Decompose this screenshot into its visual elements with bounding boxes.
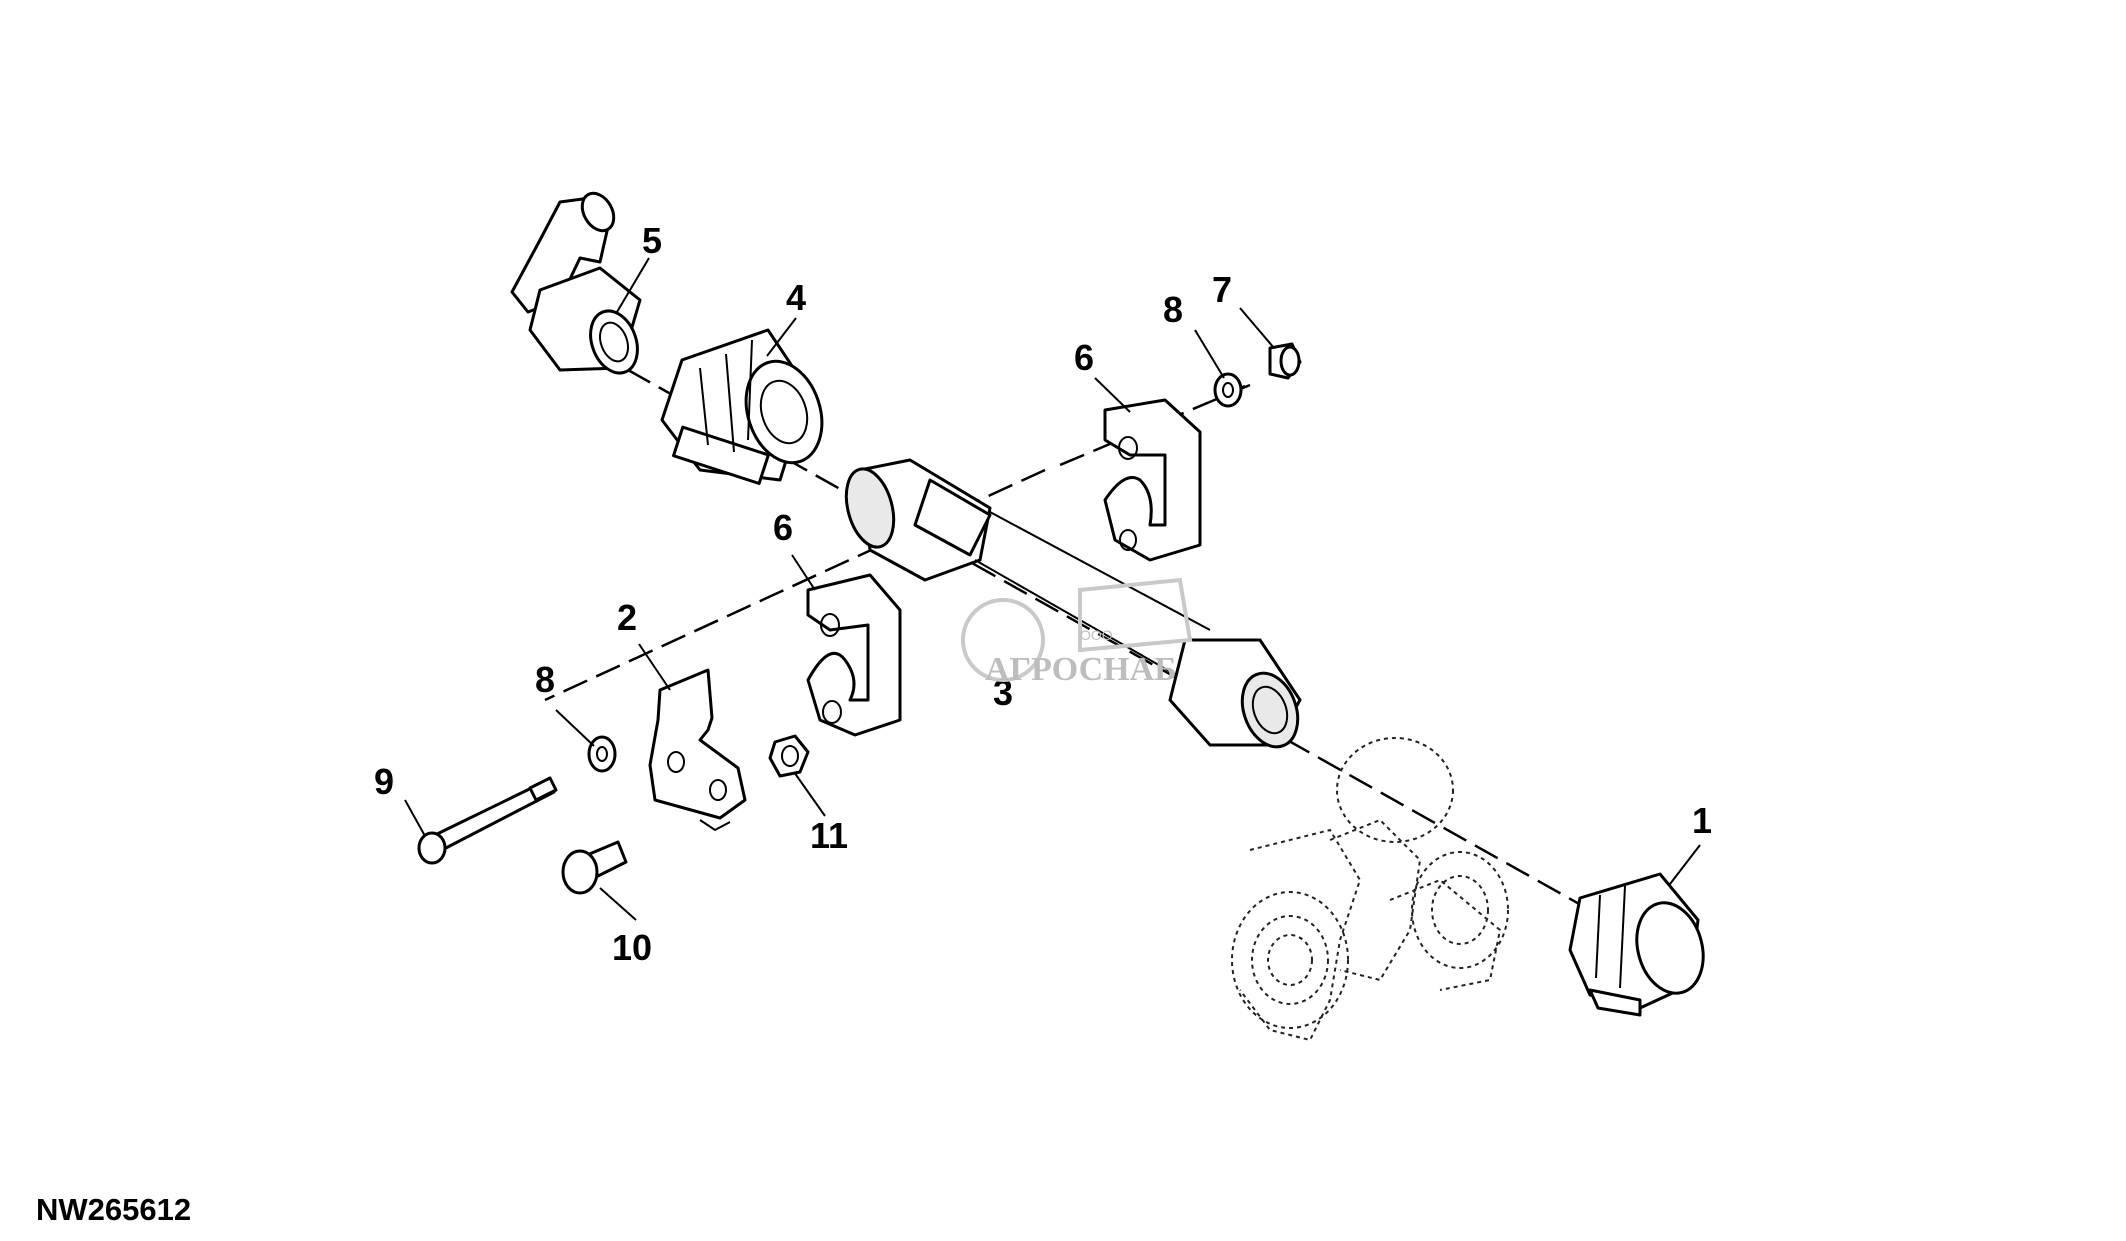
leader-lines <box>404 257 1701 921</box>
part-6-clamp-upper <box>1103 398 1202 562</box>
callout-3: 3 <box>993 672 1013 713</box>
part-7-screw <box>1268 342 1302 380</box>
part-6-clamp-lower <box>806 573 902 737</box>
callout-8-upper: 8 <box>1163 289 1183 330</box>
reference-pump-ghost <box>1231 737 1509 1042</box>
part-8-washer-upper <box>1213 372 1243 408</box>
part-4-coupling-nut <box>660 328 824 485</box>
part-5-elbow-fitting <box>510 191 642 375</box>
callout-8-lower: 8 <box>535 659 555 700</box>
callout-1: 1 <box>1692 800 1712 841</box>
callout-11: 11 <box>810 815 848 856</box>
watermark-prefix: ООО <box>1080 627 1113 643</box>
part-8-washer-lower <box>587 735 617 773</box>
watermark-logo: ООО АГРОСНАБ <box>961 577 1193 688</box>
callout-7: 7 <box>1212 269 1232 310</box>
callout-labels: 5 4 6 8 7 6 2 8 3 9 11 10 1 <box>374 220 1712 968</box>
callout-6-upper: 6 <box>1074 337 1094 378</box>
part-3-tube-end <box>1168 638 1302 749</box>
callout-10: 10 <box>612 927 652 968</box>
callout-4: 4 <box>786 277 806 318</box>
part-9-long-bolt <box>417 776 558 865</box>
part-3-tube <box>844 458 1211 681</box>
watermark-brand: АГРОСНАБ <box>985 651 1177 688</box>
callout-2: 2 <box>617 597 637 638</box>
callout-9: 9 <box>374 761 394 802</box>
callout-5: 5 <box>642 220 662 261</box>
part-11-nut <box>768 734 810 778</box>
callout-6-lower: 6 <box>773 507 793 548</box>
part-10-short-bolt <box>561 840 628 895</box>
part-1-cap <box>1568 872 1705 1017</box>
part-2-bracket <box>648 668 747 832</box>
figure-id: NW265612 <box>36 1192 192 1227</box>
